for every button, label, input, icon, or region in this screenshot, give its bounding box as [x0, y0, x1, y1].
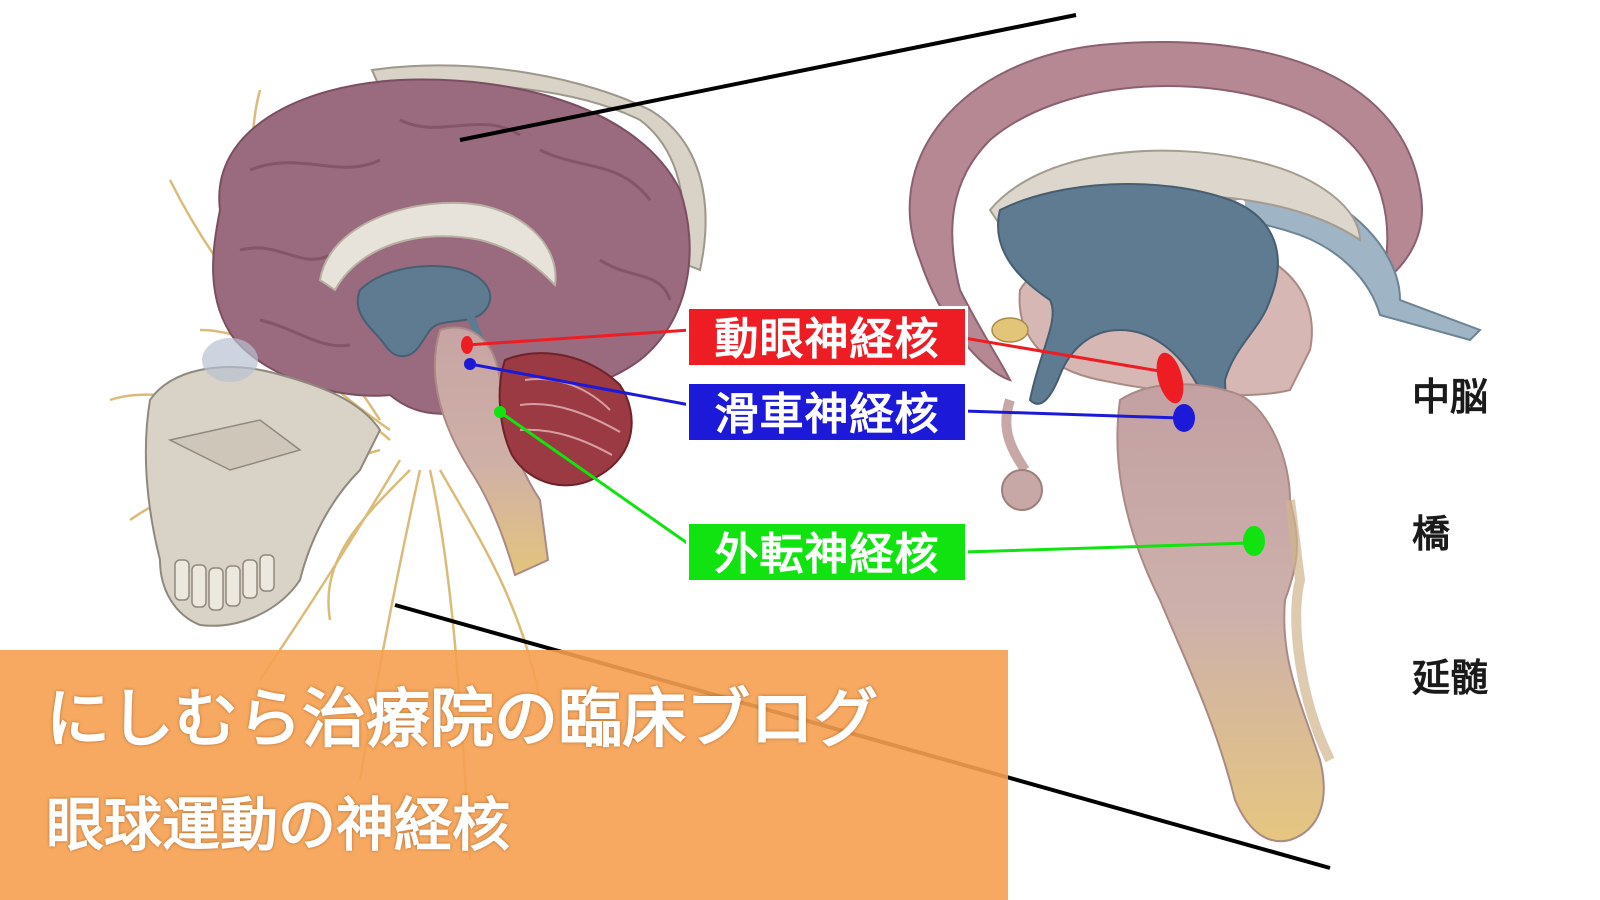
skull-cap	[370, 64, 707, 272]
midbrain-label: 中脳	[1412, 375, 1489, 419]
cerebellum-folia	[519, 378, 621, 456]
oculomotor-leader-left	[466, 328, 691, 347]
teeth	[174, 554, 275, 611]
cortex-arc	[908, 41, 1423, 382]
brainstem-closeup-illustration	[908, 41, 1482, 843]
third-ventricle	[997, 182, 1279, 804]
medulla-label: 延髄	[1412, 656, 1489, 700]
trochlear-leader-left	[469, 362, 691, 407]
abducens-leader-right	[963, 541, 1251, 554]
cerebral-cortex	[212, 78, 691, 415]
cerebellum	[498, 352, 633, 487]
article-subtitle: 眼球運動の神経核	[46, 791, 511, 859]
corpus-callosum	[318, 201, 557, 292]
pituitary	[1001, 469, 1043, 511]
abducens-marker-right	[1243, 526, 1265, 556]
head-sagittal-illustration	[109, 64, 707, 861]
blog-title: にしむら治療院の臨床ブログ	[46, 683, 878, 757]
oculomotor-marker-right	[1156, 352, 1184, 404]
abducens-nucleus-label: 外転神経核	[686, 521, 968, 583]
oculomotor-nucleus-label: 動眼神経核	[686, 306, 968, 368]
zoom-line-top	[459, 13, 1077, 142]
brainstem-left	[433, 326, 550, 577]
oculomotor-leader-right	[963, 336, 1166, 374]
ventricle	[356, 265, 492, 358]
brainstem-right	[1116, 383, 1325, 843]
trochlear-marker-right	[1173, 404, 1195, 432]
title-banner: にしむら治療院の臨床ブログ 眼球運動の神経核	[0, 650, 1008, 900]
abducens-leader-left	[499, 410, 691, 547]
pons-label: 橋	[1412, 512, 1451, 556]
trochlear-nucleus-label: 滑車神経核	[686, 381, 968, 443]
leader-lines	[466, 328, 1251, 554]
trochlear-leader-right	[963, 409, 1181, 420]
